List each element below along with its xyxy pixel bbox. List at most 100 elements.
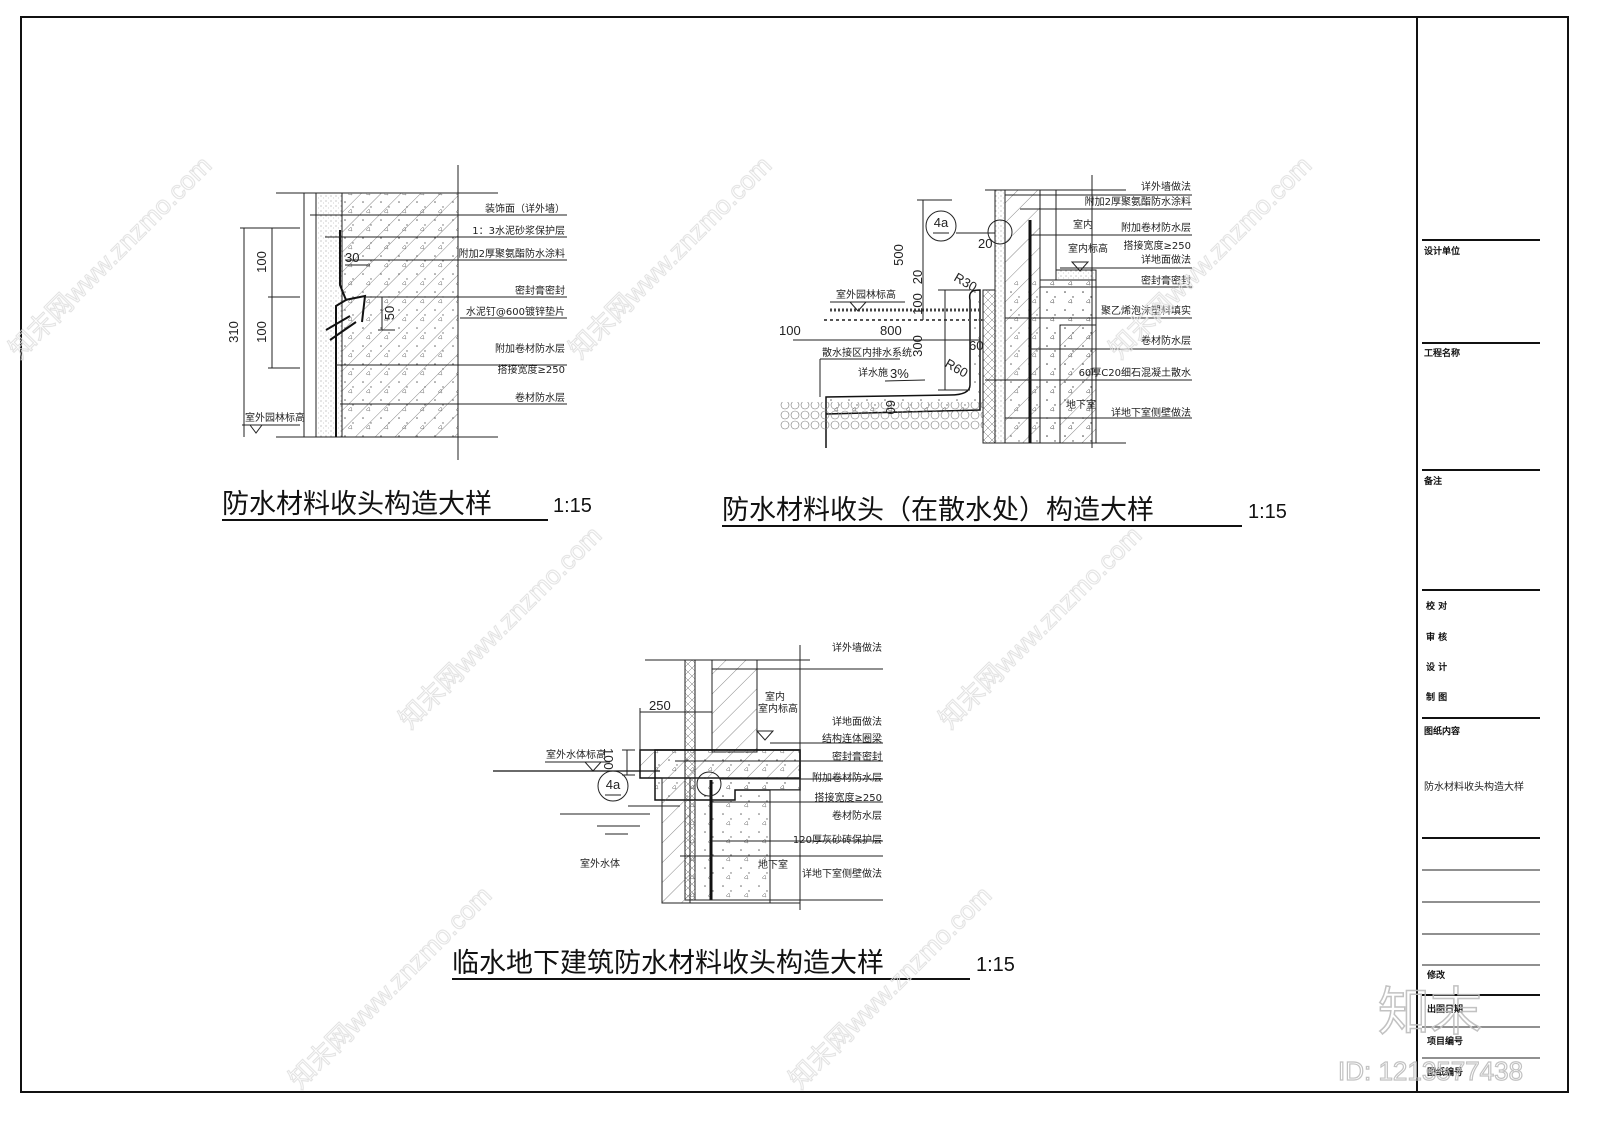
label: 1：3水泥砂浆保护层 bbox=[472, 224, 565, 237]
dim-r60: R60 bbox=[943, 356, 971, 381]
callout-4a bbox=[597, 770, 629, 802]
label: 搭接宽度≥250 bbox=[1124, 239, 1191, 252]
dim-step: 50 bbox=[382, 306, 397, 320]
callout-4a bbox=[925, 210, 957, 242]
dim-total: 310 bbox=[226, 321, 241, 343]
watermark-site: 知末网www.znzmo.com bbox=[283, 880, 497, 1094]
watermark-site: 知末网www.znzmo.com bbox=[563, 150, 777, 364]
drain-note: 散水接区内排水系统 bbox=[822, 346, 912, 359]
dim-lower: 100 bbox=[254, 321, 269, 343]
dim-100-w: 100 bbox=[779, 323, 801, 338]
tb-design: 设 计 bbox=[1426, 661, 1447, 673]
label: 搭接宽度≥250 bbox=[815, 791, 882, 804]
dim-gap: 30 bbox=[345, 250, 359, 265]
tb-project-no: 项目编号 bbox=[1427, 1035, 1463, 1047]
label: 卷材防水层 bbox=[832, 809, 882, 822]
watermark-site: 知末网www.znzmo.com bbox=[783, 880, 997, 1094]
dim-800: 800 bbox=[880, 323, 902, 338]
room-water: 室外水体 bbox=[580, 857, 620, 870]
slope-value: 3% bbox=[890, 366, 909, 381]
indoor-level: 室内标高 bbox=[1068, 242, 1108, 255]
title-block: 设计单位 工程名称 备注 校 对 审 核 设 计 制 图 图纸内容 防水材料收头… bbox=[1422, 239, 1540, 1078]
dim-250: 250 bbox=[649, 698, 671, 713]
label: 详地下室侧壁做法 bbox=[802, 867, 882, 880]
watermark-brand: 知末 bbox=[1378, 983, 1482, 1043]
detail-scale: 1:15 bbox=[976, 954, 1015, 976]
tb-remarks: 备注 bbox=[1423, 475, 1442, 487]
dim-60-slab: 60 bbox=[883, 400, 898, 414]
dim-20-gap: 20 bbox=[978, 236, 992, 251]
dim-100-h: 100 bbox=[910, 293, 925, 315]
tb-review: 审 核 bbox=[1426, 631, 1447, 643]
label: 水泥钉@600镀锌垫片 bbox=[466, 305, 565, 318]
label: 卷材防水层 bbox=[515, 391, 565, 404]
label: 密封膏密封 bbox=[1141, 274, 1191, 287]
label: 120厚灰砂砖保护层 bbox=[793, 833, 882, 846]
detail-title: 防水材料收头构造大样 bbox=[222, 489, 492, 520]
label: 附加2厚聚氨酯防水涂料 bbox=[459, 247, 565, 260]
dim-20: 20 bbox=[910, 270, 925, 284]
dim-500: 500 bbox=[891, 244, 906, 266]
watermark-site: 知末网www.znzmo.com bbox=[3, 150, 217, 364]
label: 详外墙做法 bbox=[832, 641, 882, 654]
label: 附加卷材防水层 bbox=[1121, 221, 1191, 234]
detail-scale: 1:15 bbox=[1248, 501, 1287, 523]
label: 详地面做法 bbox=[832, 715, 882, 728]
room-indoor: 室内 bbox=[765, 690, 785, 703]
watermark-site: 知末网www.znzmo.com bbox=[933, 520, 1147, 734]
room-basement: 地下室 bbox=[1066, 398, 1096, 411]
tb-draw: 制 图 bbox=[1426, 691, 1447, 703]
label: 搭接宽度≥250 bbox=[498, 363, 565, 376]
detail-3: 详外墙做法 详地面做法 结构连体圈梁 密封膏密封 附加卷材防水层 搭接宽度≥25… bbox=[452, 641, 1015, 980]
detail-callout-circle bbox=[987, 219, 1013, 245]
tb-content-label: 图纸内容 bbox=[1424, 725, 1460, 737]
sheet-border bbox=[20, 16, 1569, 1093]
indoor-level: 室内标高 bbox=[758, 702, 798, 715]
detail-scale: 1:15 bbox=[553, 495, 592, 517]
mortar-layer bbox=[315, 192, 343, 438]
label: 密封膏密封 bbox=[515, 284, 565, 297]
dim-upper: 100 bbox=[254, 251, 269, 273]
tb-design-unit: 设计单位 bbox=[1424, 245, 1460, 257]
label: 密封膏密封 bbox=[832, 750, 882, 763]
tb-content: 防水材料收头构造大样 bbox=[1424, 780, 1524, 793]
label: 详地面做法 bbox=[1141, 253, 1191, 266]
label: 聚乙烯泡沫塑料填实 bbox=[1101, 304, 1191, 317]
callout-label: 4a bbox=[934, 215, 949, 230]
label: 卷材防水层 bbox=[1141, 334, 1191, 347]
room-indoor: 室内 bbox=[1073, 218, 1093, 231]
label: 结构连体圈梁 bbox=[822, 732, 882, 745]
label: 60厚C20细石混凝土散水 bbox=[1079, 366, 1191, 379]
label: 详地下室侧壁做法 bbox=[1111, 406, 1191, 419]
ring-beam bbox=[639, 749, 801, 779]
watermark-site: 知末网www.znzmo.com bbox=[1103, 150, 1317, 364]
dim-60: 60 bbox=[969, 338, 983, 353]
label: 详外墙做法 bbox=[1141, 180, 1191, 193]
watermark-site: 知末网www.znzmo.com bbox=[393, 520, 607, 734]
watermark-id: ID: 1213577438 bbox=[1338, 1056, 1523, 1086]
tb-date: 出图日期 bbox=[1427, 1003, 1463, 1015]
label: 附加卷材防水层 bbox=[495, 342, 565, 355]
tb-revision: 修改 bbox=[1426, 969, 1446, 981]
sealant-bead bbox=[344, 294, 367, 323]
slope-ref: 详水施 bbox=[858, 366, 888, 379]
label: 装饰面（详外墙） bbox=[485, 202, 565, 215]
level-label: 室外园林标高 bbox=[836, 288, 896, 301]
detail-2: 详外墙做法 附加2厚聚氨酯防水涂料 附加卷材防水层 搭接宽度≥250 详地面做法… bbox=[722, 175, 1287, 527]
level-label: 室外水体标高 bbox=[546, 748, 606, 761]
tb-check: 校 对 bbox=[1426, 600, 1447, 612]
tb-project-name: 工程名称 bbox=[1424, 347, 1460, 359]
dim-300: 300 bbox=[910, 335, 925, 357]
detail-title: 防水材料收头（在散水处）构造大样 bbox=[722, 495, 1154, 526]
room-basement: 地下室 bbox=[758, 858, 788, 871]
label: 附加2厚聚氨酯防水涂料 bbox=[1085, 195, 1191, 208]
callout-label: 4a bbox=[606, 777, 621, 792]
gravel-bed bbox=[780, 402, 983, 430]
level-label: 室外园林标高 bbox=[245, 411, 305, 424]
label: 附加卷材防水层 bbox=[812, 771, 882, 784]
detail-1: 装饰面（详外墙） 1：3水泥砂浆保护层 附加2厚聚氨酯防水涂料 密封膏密封 水泥… bbox=[222, 165, 592, 521]
tb-drawing-no: 图纸编号 bbox=[1427, 1066, 1463, 1078]
detail-title: 临水地下建筑防水材料收头构造大样 bbox=[452, 948, 884, 979]
dim-100: 100 bbox=[601, 748, 616, 770]
